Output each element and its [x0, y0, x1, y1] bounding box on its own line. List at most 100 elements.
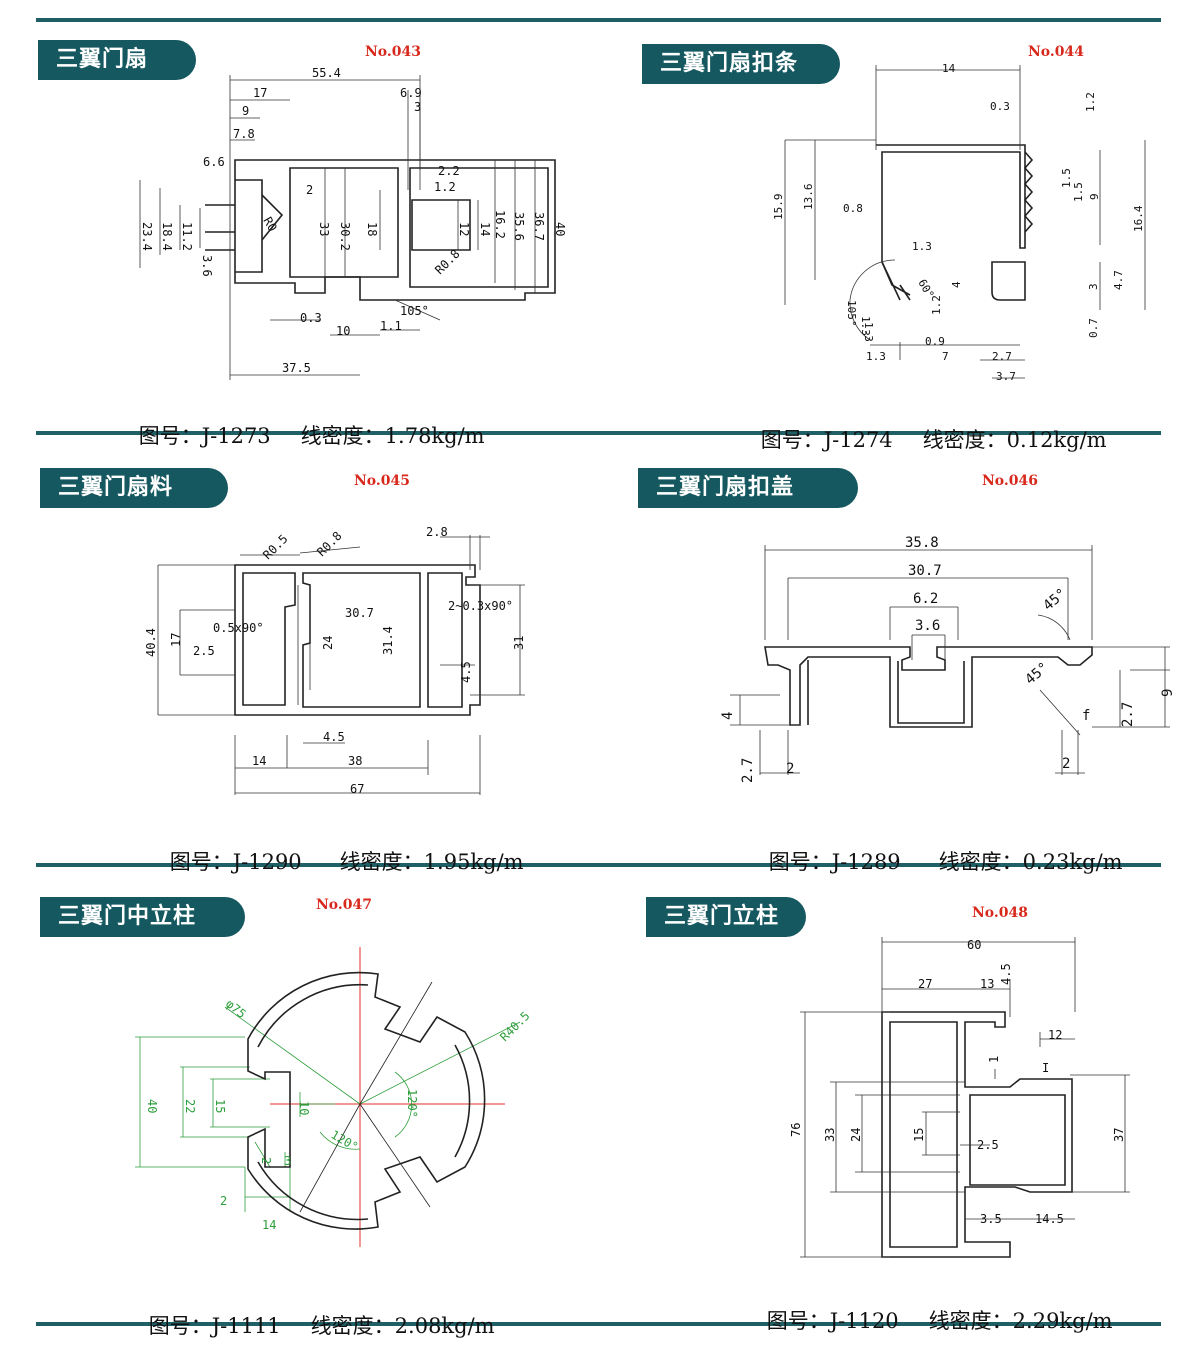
dim-label: 23.4 — [140, 222, 154, 251]
dim-label: 1.3 — [859, 316, 872, 336]
linear-density: 线密度：2.08kg/m — [310, 1314, 495, 1338]
dim-label: 3 — [284, 1154, 291, 1168]
dim-label: 0.8 — [843, 202, 863, 215]
panel-048: 三翼门立柱 No.048 60 27 13 4.5 12 1 I — [600, 867, 1191, 1333]
dim-label: 3 — [414, 100, 421, 114]
dim-label: 2.5 — [193, 644, 215, 658]
dim-label: 0.3 — [990, 100, 1010, 113]
dim-label: 33 — [317, 222, 331, 236]
section-tag: 三翼门立柱 — [646, 897, 806, 937]
dim-label: 35.8 — [905, 535, 939, 551]
dim-label: 4.5 — [323, 730, 345, 744]
dim-label: 22 — [183, 1099, 197, 1113]
drawing-number: 图号：J-1120 — [766, 1309, 899, 1333]
dim-label: 2.7 — [1120, 702, 1136, 727]
dim-label: 17 — [253, 86, 267, 100]
panel-047: 三翼门中立柱 No.047 φ75 R40.5 40 2 — [0, 867, 600, 1338]
dim-label: 30.7 — [345, 606, 374, 620]
dim-label: 14 — [252, 754, 266, 768]
dim-label: 3.5 — [980, 1212, 1002, 1226]
drawing-number: 图号：J-1111 — [148, 1314, 281, 1338]
panel-044: 三翼门扇扣条 No.044 14 0.3 1.2 15.9 13.6 0.8 1… — [600, 0, 1191, 452]
dim-label: 18 — [365, 222, 379, 236]
dim-label: 36.7 — [532, 212, 546, 241]
dim-label: R0.8 — [432, 247, 462, 277]
top-rule — [36, 18, 1161, 22]
dim-label: 0.5x90° — [213, 621, 264, 635]
dim-label: 7.8 — [233, 127, 255, 141]
dim-label: 4.5 — [999, 963, 1013, 985]
dim-label: 4 — [950, 281, 963, 288]
dim-label: 12 — [457, 222, 471, 236]
caption: 图号：J-1120 线密度：2.29kg/m — [740, 1281, 1113, 1359]
dim-label: 15 — [912, 1128, 926, 1142]
dim-label: 17 — [169, 633, 183, 647]
section-tag: 三翼门中立柱 — [40, 897, 245, 937]
item-number: No.043 — [365, 44, 421, 60]
item-number: No.045 — [354, 473, 410, 489]
dim-label: 60 — [967, 938, 981, 952]
dim-label: 2~0.3x90° — [448, 599, 513, 613]
dim-label: 10 — [297, 1101, 311, 1115]
drawing-number: 图号：J-1274 — [760, 428, 893, 452]
dim-label: 6.2 — [913, 591, 938, 607]
dim-label: 1.5 — [1072, 182, 1085, 202]
dim-label: 12 — [1048, 1028, 1062, 1042]
dim-label: 16.4 — [1132, 205, 1145, 232]
profile-drawing: 60 27 13 4.5 12 1 I 76 33 24 15 2.5 37 3… — [789, 937, 1130, 1258]
dim-label: 24 — [849, 1128, 863, 1142]
dim-label: 105° — [845, 300, 858, 327]
dim-label: 4.5 — [459, 661, 473, 683]
dim-label: 14 — [262, 1218, 276, 1232]
section-rule-1 — [36, 431, 1161, 435]
item-number: No.044 — [1028, 44, 1084, 60]
panel-046: 三翼门扇扣盖 No.046 35.8 30.7 6.2 3.6 45° 45° … — [600, 435, 1191, 874]
dim-label: 1.3 — [912, 240, 932, 253]
dim-label: 14.5 — [1035, 1212, 1064, 1226]
drawing-number: 图号：J-1289 — [768, 850, 901, 874]
dim-label: 67 — [350, 782, 364, 796]
dim-label: 1.2 — [1084, 92, 1097, 112]
dim-label: 16.2 — [493, 210, 507, 239]
dim-label: R0 — [260, 215, 279, 235]
section-rule-2 — [36, 863, 1161, 867]
caption: 图号：J-1289 线密度：0.23kg/m — [742, 822, 1123, 900]
profile-drawing: φ75 R40.5 40 22 15 10 120° 120° 2 3 2 14 — [135, 947, 533, 1247]
dim-label: 10 — [336, 324, 350, 338]
dim-label: 3.7 — [996, 370, 1016, 383]
dim-label: 14 — [942, 62, 956, 75]
profile-drawing: 2.8 R0.5 R0.8 40.4 17 0.5x90° 2.5 30.7 2… — [144, 525, 526, 796]
dim-label: 14 — [478, 222, 492, 236]
linear-density: 线密度：1.78kg/m — [300, 424, 485, 448]
panel-045: 三翼门扇料 No.045 2.8 R0.5 R0.8 40.4 17 0.5x9… — [0, 435, 600, 874]
profile-drawing: 35.8 30.7 6.2 3.6 45° 45° 4 2.7 2 f 2.7 … — [720, 535, 1176, 783]
dim-label: 0.7 — [1087, 318, 1100, 338]
dim-label: 6.9 — [400, 86, 422, 100]
item-number: No.047 — [316, 897, 372, 913]
dim-label: 33 — [823, 1128, 837, 1142]
dim-label: 24 — [321, 636, 335, 650]
dim-label: 40 — [145, 1099, 159, 1113]
dim-label: 76 — [789, 1123, 803, 1137]
dim-label: 45° — [1022, 660, 1052, 689]
dim-label: φ75 — [223, 997, 249, 1022]
dim-label: 37.5 — [282, 361, 311, 375]
linear-density: 线密度：2.29kg/m — [928, 1309, 1113, 1333]
dim-label: 31.4 — [381, 626, 395, 655]
dim-label: 3.6 — [915, 618, 940, 634]
dim-label: 2 — [259, 1157, 273, 1164]
dim-label: f — [1082, 708, 1090, 724]
section-tag: 三翼门扇 — [38, 40, 196, 80]
dim-label: 45° — [1040, 586, 1070, 615]
dim-label: 9 — [242, 104, 249, 118]
dim-label: 1.2 — [434, 180, 456, 194]
dim-label: 15 — [213, 1099, 227, 1113]
dim-label: 4.7 — [1112, 270, 1125, 290]
item-number: No.046 — [982, 473, 1038, 489]
linear-density: 线密度：0.23kg/m — [938, 850, 1123, 874]
section-tag: 三翼门扇扣盖 — [638, 468, 858, 508]
dim-label: 40.4 — [144, 628, 158, 657]
